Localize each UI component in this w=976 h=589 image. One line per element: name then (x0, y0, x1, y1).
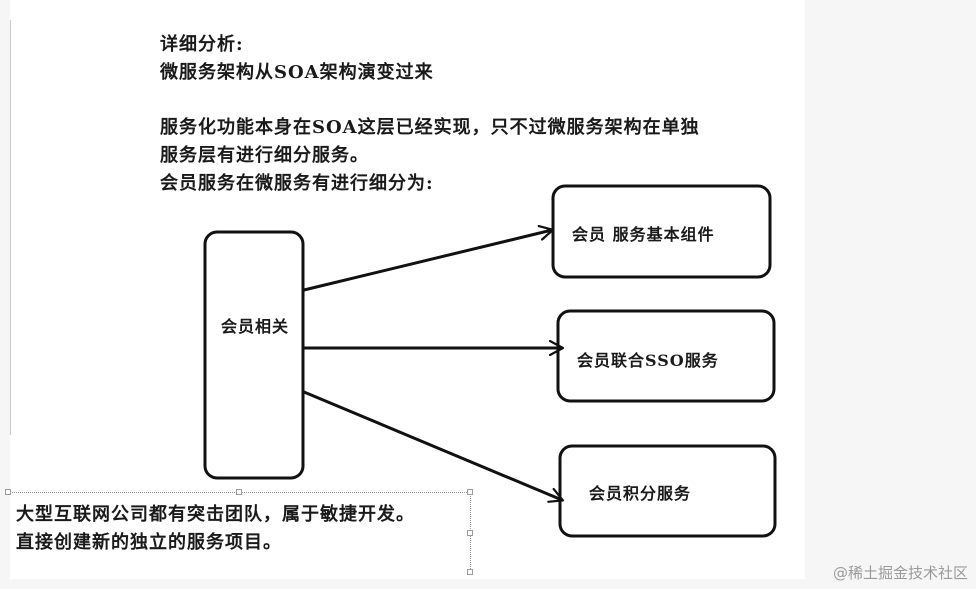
notes-line-4: 会员服务在微服务有进行细分为: (160, 173, 434, 194)
resize-handle-top-center[interactable] (236, 489, 242, 495)
notes-line-2: 服务化功能本身在SOA这层已经实现，只不过微服务架构在单独 (160, 117, 700, 138)
resize-handle-top-right[interactable] (467, 489, 473, 495)
arrow-to-target-1 (303, 230, 552, 292)
target-node-label-2: 会员联合SSO服务 (577, 351, 719, 370)
site-watermark: @稀土掘金技术社区 (832, 564, 968, 582)
notes-heading: 详细分析: (160, 34, 244, 55)
bottom-note-line-1: 大型互联网公司都有突击团队，属于敏捷开发。 (16, 504, 415, 525)
resize-handle-middle-right[interactable] (467, 530, 473, 536)
resize-handle-bottom-right[interactable] (467, 569, 473, 575)
source-node-box (203, 230, 305, 480)
target-node-box-2 (556, 309, 776, 403)
source-node-label: 会员相关 (221, 317, 290, 336)
bottom-note-line-2: 直接创建新的独立的服务项目。 (16, 532, 282, 553)
target-node-label-1: 会员 服务基本组件 (572, 225, 715, 244)
notes-line-1: 微服务架构从SOA架构演变过来 (160, 62, 434, 83)
left-divider (10, 20, 11, 435)
resize-handle-top-left[interactable] (5, 489, 11, 495)
arrow-to-target-3 (303, 390, 562, 500)
target-node-label-3: 会员积分服务 (589, 484, 692, 503)
notes-line-3: 服务层有进行细分服务。 (160, 145, 369, 166)
